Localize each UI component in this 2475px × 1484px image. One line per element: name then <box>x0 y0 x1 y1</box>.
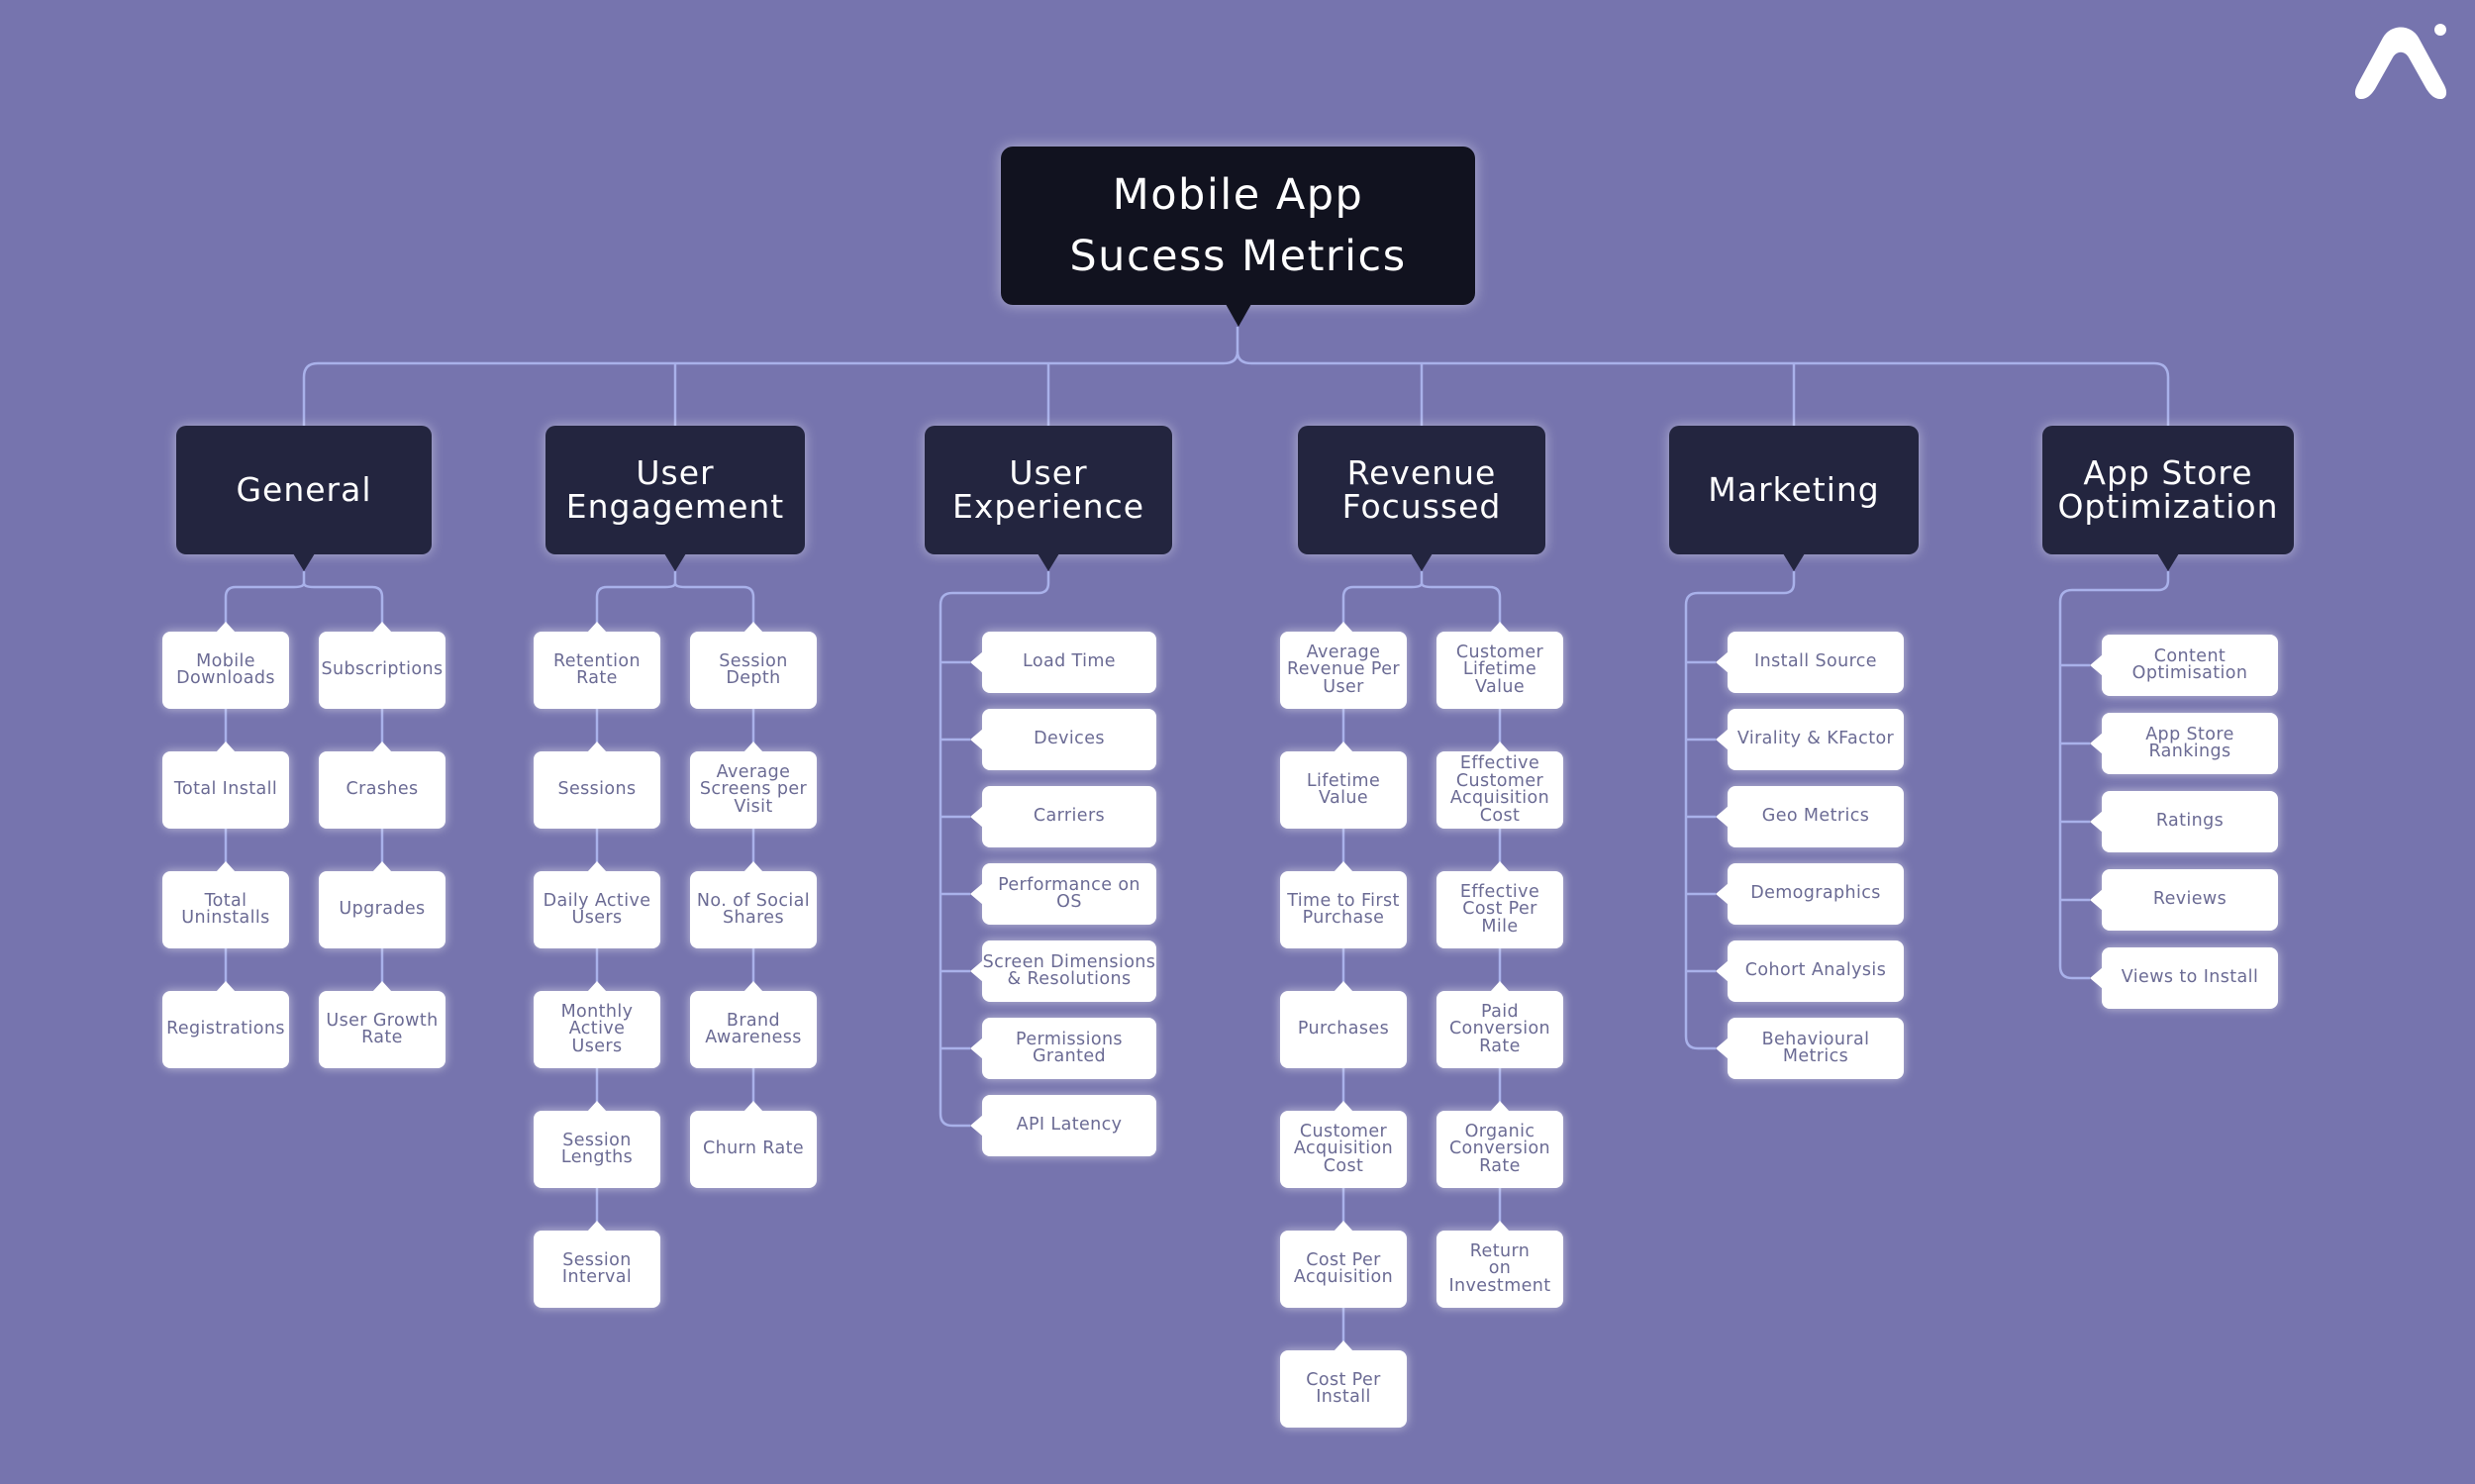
metric-item: Geo Metrics <box>1716 786 1904 847</box>
connector-line <box>1684 571 1796 1050</box>
connector-line <box>939 571 1050 1128</box>
metric-item: Cohort Analysis <box>1716 940 1904 1002</box>
metric-item: Return on Investment <box>1436 1221 1563 1308</box>
category-user-experience: User Experience <box>925 426 1172 571</box>
category-general: General <box>176 426 432 571</box>
metric-item: Session Depth <box>690 622 817 709</box>
metric-item: Cost Per Install <box>1280 1340 1407 1428</box>
connector-line <box>595 571 677 632</box>
category-user-engagement: User Engagement <box>545 426 805 571</box>
metric-item: Organic Conversion Rate <box>1436 1101 1563 1188</box>
metric-item: Lifetime Value <box>1280 742 1407 829</box>
metric-item: Total Uninstalls <box>162 861 289 948</box>
metric-item: No. of Social Shares <box>690 861 817 948</box>
metric-item: API Latency <box>970 1095 1156 1156</box>
metric-item: Ratings <box>2090 791 2278 852</box>
metric-item: Carriers <box>970 786 1156 847</box>
connector-line <box>1420 582 1502 632</box>
metric-item: Mobile Downloads <box>162 622 289 709</box>
diagram-title: Mobile App Sucess Metrics <box>1001 147 1475 327</box>
metric-item: Subscriptions <box>319 622 446 709</box>
metric-item: Permissions Granted <box>970 1018 1156 1079</box>
connector-line <box>224 571 306 632</box>
metric-item: Virality & KFactor <box>1716 709 1904 770</box>
metric-item: Crashes <box>319 742 446 829</box>
metric-item: Retention Rate <box>534 622 660 709</box>
metric-item: Behavioural Metrics <box>1716 1018 1904 1079</box>
metric-item: Cost Per Acquisition <box>1280 1221 1407 1308</box>
metric-item: Effective Cost Per Mile <box>1436 861 1563 948</box>
connector-line <box>673 582 755 632</box>
metric-item: Paid Conversion Rate <box>1436 981 1563 1068</box>
metric-item: Upgrades <box>319 861 446 948</box>
metric-item: Session Lengths <box>534 1101 660 1188</box>
metric-item: App Store Rankings <box>2090 713 2278 774</box>
metric-item: Churn Rate <box>690 1101 817 1188</box>
connector-line <box>302 361 1224 426</box>
metric-item: Customer Acquisition Cost <box>1280 1101 1407 1188</box>
metric-item: Monthly Active Users <box>534 981 660 1068</box>
arch-logo-icon <box>2354 24 2447 99</box>
metric-item: Effective Customer Acquisition Cost <box>1436 742 1563 829</box>
metric-item: Demographics <box>1716 863 1904 925</box>
metric-item: Content Optimisation <box>2090 635 2278 696</box>
connector-line <box>1341 571 1424 632</box>
metric-item: Screen Dimensions & Resolutions <box>970 940 1156 1002</box>
metric-item: Average Screens per Visit <box>690 742 817 829</box>
metric-item: Total Install <box>162 742 289 829</box>
metric-item: Performance on OS <box>970 863 1156 925</box>
metric-item: Average Revenue Per User <box>1280 622 1407 709</box>
metric-item: Time to First Purchase <box>1280 861 1407 948</box>
metric-item: Load Time <box>970 632 1156 693</box>
connector-line <box>1223 327 1239 365</box>
metric-item: Daily Active Users <box>534 861 660 948</box>
metric-item: Install Source <box>1716 632 1904 693</box>
metric-item: Brand Awareness <box>690 981 817 1068</box>
connector-line <box>2058 571 2170 980</box>
connector-line <box>302 582 384 632</box>
metric-item: Views to Install <box>2090 947 2278 1009</box>
connector-line <box>1236 350 1252 365</box>
metric-item: Customer Lifetime Value <box>1436 622 1563 709</box>
metric-item: Sessions <box>534 742 660 829</box>
connector-line <box>1251 361 2170 426</box>
metric-item: Reviews <box>2090 869 2278 931</box>
category-revenue-focussed: Revenue Focussed <box>1298 426 1545 571</box>
metric-item: Session Interval <box>534 1221 660 1308</box>
category-app-store-optimization: App Store Optimization <box>2042 426 2294 571</box>
metric-item: User Growth Rate <box>319 981 446 1068</box>
metric-item: Registrations <box>162 981 289 1068</box>
metric-item: Purchases <box>1280 981 1407 1068</box>
category-marketing: Marketing <box>1669 426 1919 571</box>
metric-item: Devices <box>970 709 1156 770</box>
